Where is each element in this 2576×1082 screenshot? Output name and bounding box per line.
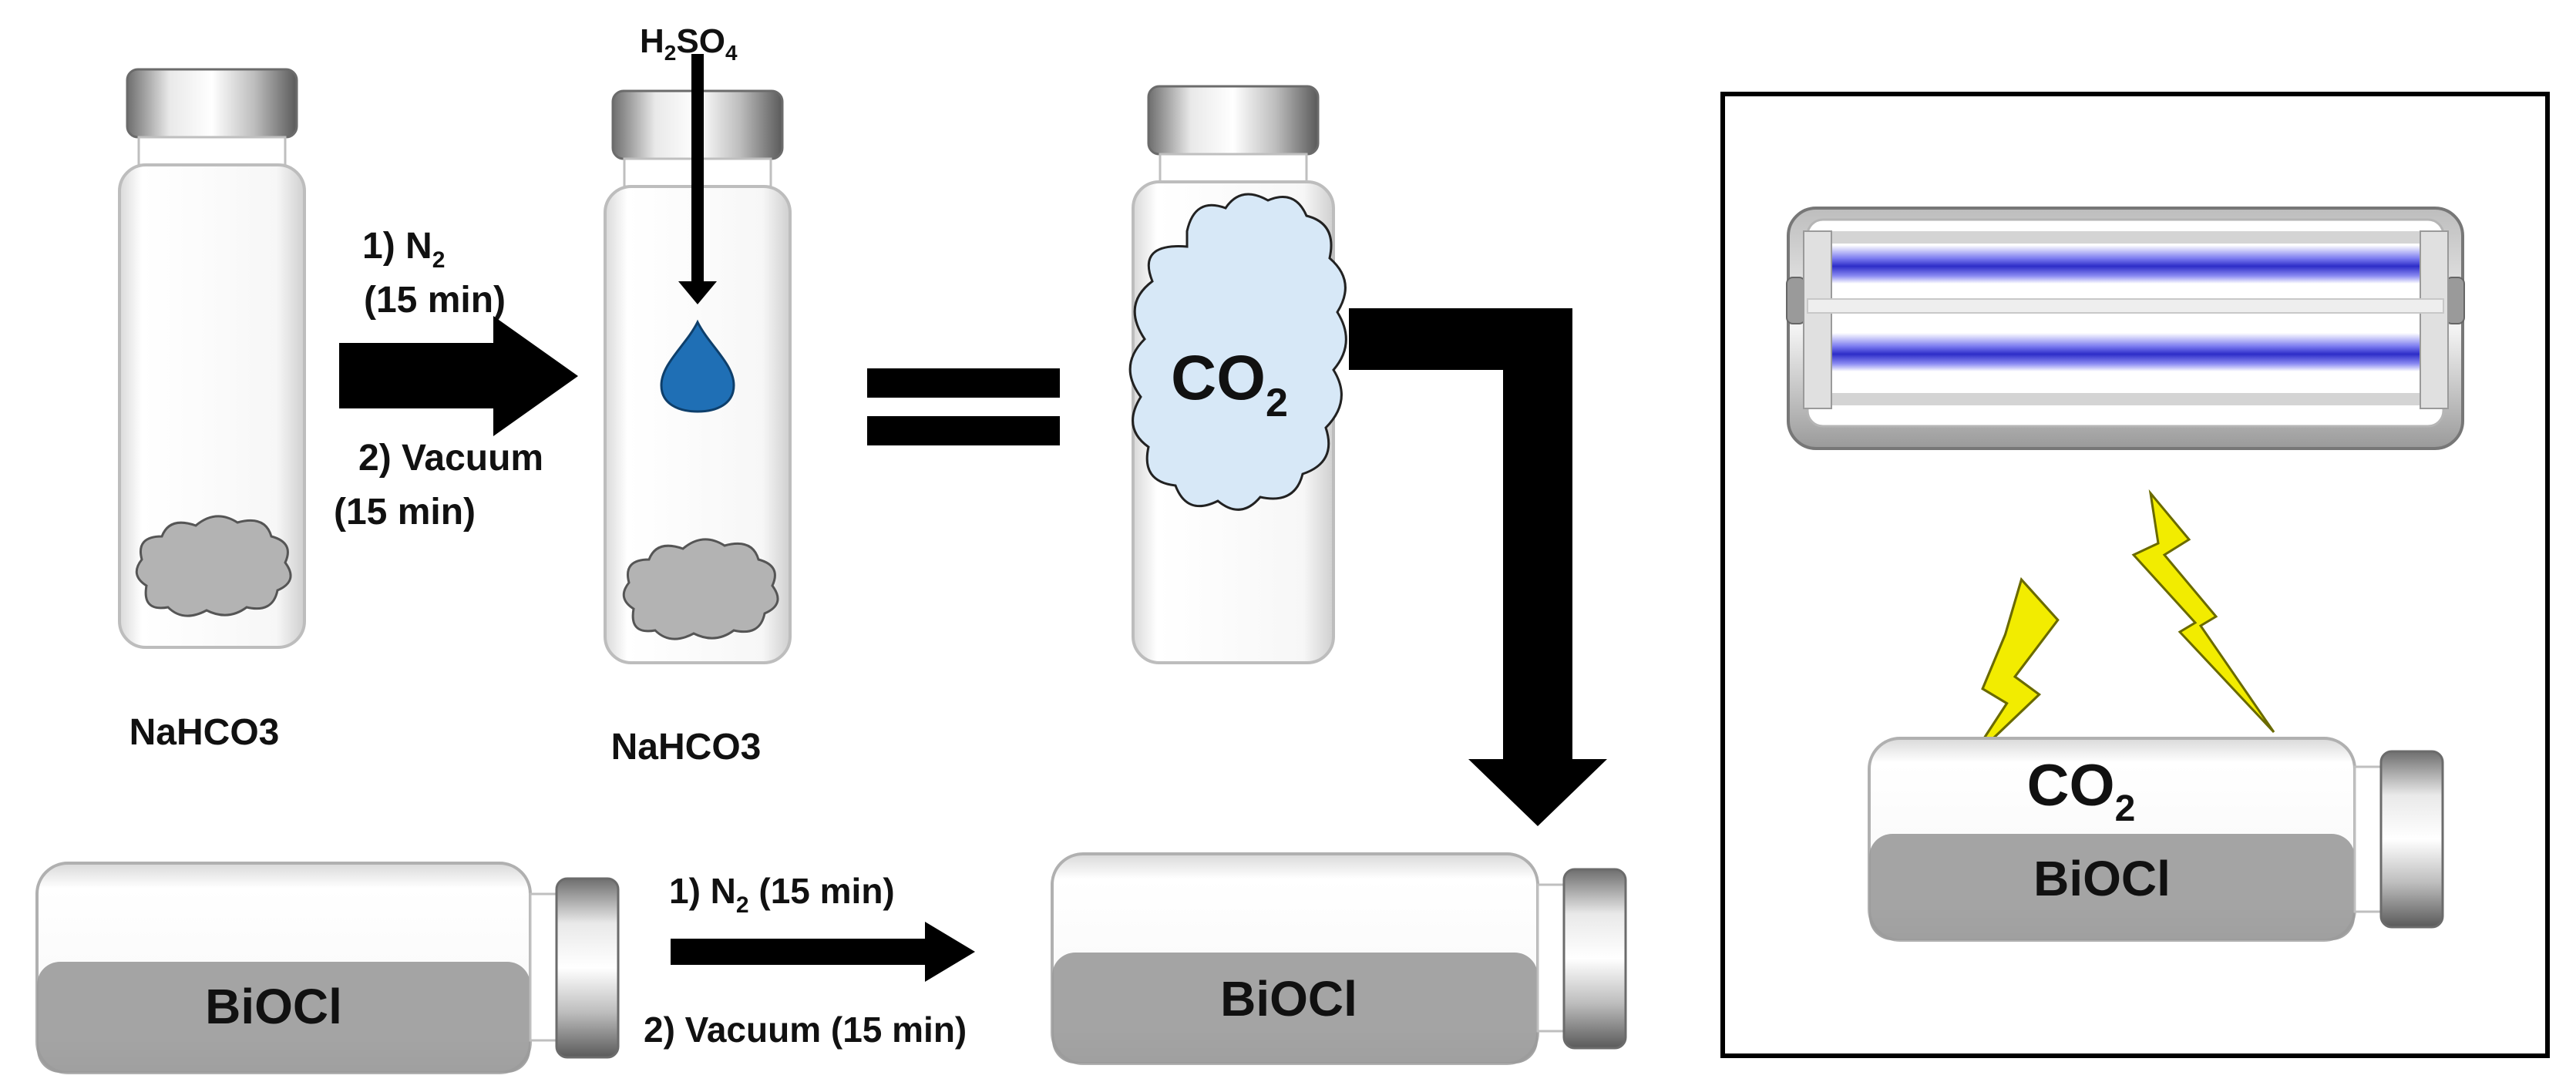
vial-icon [35, 862, 620, 1074]
step2-n2-label: 1) N2 (15 min) [669, 871, 895, 918]
transfer-arrow [1349, 308, 1607, 826]
step1-n2-time: (15 min) [364, 280, 506, 321]
vial-3: CO2 [1128, 85, 1347, 664]
water-drop-icon [660, 319, 735, 413]
acid-addition-arrow-shaft [691, 54, 704, 285]
step1-arrow [339, 316, 578, 436]
uv-lamp-icon [1786, 207, 2465, 450]
vial-1: NaHCO3 [118, 68, 306, 753]
step1-n2-label: 1) N2 [362, 226, 445, 273]
acid-label: H2SO4 [640, 22, 738, 65]
vial-1-label: NaHCO3 [129, 712, 280, 753]
acid-addition-arrow-head [678, 281, 717, 304]
gas-cloud-icon [1128, 193, 1347, 511]
irradiation-inset: CO2 BiOCl [1720, 92, 2550, 1058]
powder-pile-icon [135, 515, 292, 617]
step-1-conditions: 1) N2 (15 min) 2) Vacuum (15 min) [334, 226, 578, 533]
inset-vial: CO2 BiOCl [1868, 737, 2444, 942]
inset-catalyst-label: BiOCl [2033, 851, 2171, 906]
vial-bottom-right-label: BiOCl [1220, 971, 1357, 1027]
vial-icon [1868, 737, 2444, 942]
step2-vacuum-label: 2) Vacuum (15 min) [644, 1010, 967, 1050]
powder-pile-icon [622, 538, 779, 640]
step1-vacuum-label: 2) Vacuum [358, 438, 543, 479]
lightning-bolt-icon [2131, 489, 2275, 734]
vial-icon [1051, 852, 1627, 1065]
vial-2-label: NaHCO3 [611, 727, 762, 768]
vial-2: H2SO4 NaHCO3 [604, 22, 792, 768]
inset-gas-label: CO2 [2027, 753, 2136, 829]
vial-bottom-right: BiOCl [1051, 852, 1627, 1065]
equals-sign [867, 368, 1060, 445]
cloud-gas-label: CO2 [1171, 343, 1288, 425]
vial-bottom-left: BiOCl [35, 862, 620, 1074]
step1-vacuum-time: (15 min) [334, 492, 476, 533]
vial-bottom-left-label: BiOCl [205, 979, 342, 1034]
step-2-conditions: 1) N2 (15 min) 2) Vacuum (15 min) [644, 871, 975, 1050]
step2-arrow [671, 922, 975, 982]
